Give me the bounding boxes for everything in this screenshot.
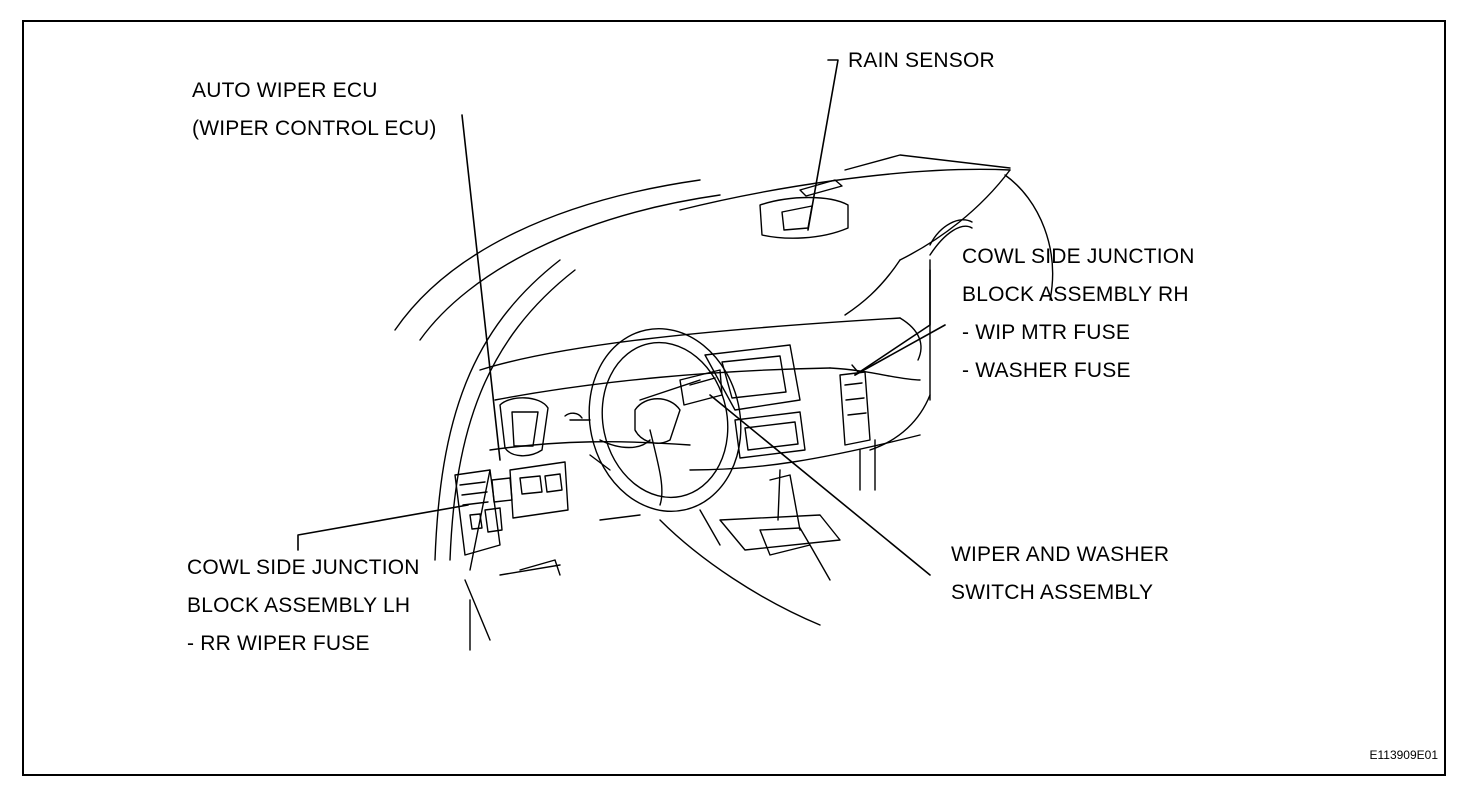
figure-code: E113909E01 [1369, 748, 1438, 762]
label-wiper-switch-line-1: WIPER AND WASHER [951, 543, 1170, 566]
label-auto-wiper-ecu: AUTO WIPER ECU (WIPER CONTROL ECU) [192, 72, 437, 148]
label-wiper-switch: WIPER AND WASHER SWITCH ASSEMBLY [951, 536, 1169, 612]
rear-view-mirror [759, 179, 849, 239]
cowl-junction-block-lh [454, 469, 513, 556]
wiper-switch-body [564, 369, 723, 444]
grab-handle [929, 219, 973, 256]
lower-dash-panel [464, 454, 641, 651]
label-cowl-rh-line-3: - WIP MTR FUSE [962, 321, 1131, 344]
label-auto-wiper-ecu-line-2: (WIPER CONTROL ECU) [192, 117, 437, 140]
label-cowl-lh-line-3: - RR WIPER FUSE [187, 632, 370, 655]
label-cowl-rh: COWL SIDE JUNCTION BLOCK ASSEMBLY RH - W… [962, 238, 1195, 390]
label-cowl-rh-line-1: COWL SIDE JUNCTION [962, 245, 1195, 268]
label-rain-sensor-text: RAIN SENSOR [848, 49, 995, 72]
label-cowl-lh-line-2: BLOCK ASSEMBLY LH [187, 594, 411, 617]
leader-lines [297, 59, 946, 576]
cowl-junction-block-rh [839, 364, 871, 446]
label-auto-wiper-ecu-line-1: AUTO WIPER ECU [192, 79, 378, 102]
label-wiper-switch-line-2: SWITCH ASSEMBLY [951, 581, 1154, 604]
diagram-frame [22, 20, 1446, 776]
label-cowl-lh-line-1: COWL SIDE JUNCTION [187, 556, 420, 579]
center-console [719, 469, 841, 581]
steering-wheel [588, 327, 742, 513]
label-rain-sensor: RAIN SENSOR [848, 42, 995, 80]
center-display [704, 344, 806, 459]
label-cowl-lh: COWL SIDE JUNCTION BLOCK ASSEMBLY LH - R… [187, 549, 420, 663]
left-air-vent [499, 397, 549, 457]
label-cowl-rh-line-2: BLOCK ASSEMBLY RH [962, 283, 1189, 306]
windshield-frame [394, 154, 1054, 561]
label-cowl-rh-line-4: - WASHER FUSE [962, 359, 1131, 382]
